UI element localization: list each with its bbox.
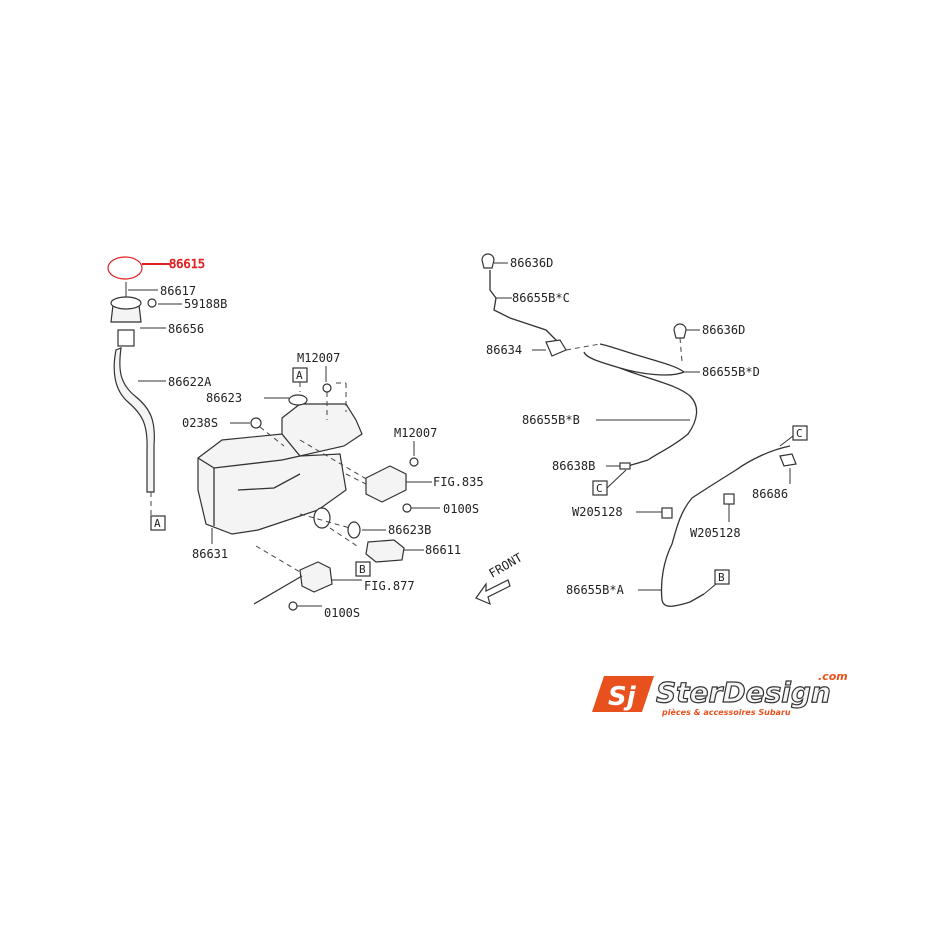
ref-box-B-pump-label: B: [359, 563, 366, 576]
bolt-M12007-a: [322, 383, 332, 393]
nut-0238S: [250, 417, 262, 429]
label-0100S-a[interactable]: 0100S: [443, 502, 479, 516]
label-86622A[interactable]: 86622A: [168, 375, 212, 389]
label-86655B-C[interactable]: 86655B*C: [512, 291, 570, 305]
label-86623[interactable]: 86623: [206, 391, 242, 405]
label-M12007-a[interactable]: M12007: [297, 351, 340, 365]
label-FIG835[interactable]: FIG.835: [433, 475, 484, 489]
ref-box-A-hose-label: A: [154, 517, 161, 530]
motor-rod: [253, 575, 303, 605]
screw-0100S-b: [288, 601, 298, 611]
label-86623B[interactable]: 86623B: [388, 523, 431, 537]
label-86617[interactable]: 86617: [160, 284, 196, 298]
label-86638B[interactable]: 86638B: [552, 459, 595, 473]
part-86622A-hose: [113, 347, 155, 493]
clip-W205128-b: [723, 493, 735, 505]
neck-collar: [117, 329, 135, 347]
label-59188B[interactable]: 59188B: [184, 297, 227, 311]
label-FIG877[interactable]: FIG.877: [364, 579, 415, 593]
label-0238S[interactable]: 0238S: [182, 416, 218, 430]
logo-tagline: pièces & accessoires Subaru: [661, 707, 791, 717]
motor-fig877: [299, 561, 333, 593]
part-86623-grommet: [288, 394, 308, 406]
label-86636D-a[interactable]: 86636D: [510, 256, 553, 270]
label-86655B-A[interactable]: 86655B*A: [566, 583, 625, 597]
tank-upper-bracket: [281, 403, 363, 457]
part-86623B: [347, 521, 361, 539]
ref-box-C-right-label: C: [796, 427, 803, 440]
hose-86655B-C: [489, 270, 561, 345]
hose-86655B-B: [619, 367, 698, 461]
screw-59188B: [147, 298, 157, 308]
label-86636D-b[interactable]: 86636D: [702, 323, 745, 337]
label-W205128-a[interactable]: W205128: [572, 505, 623, 519]
label-M12007-b[interactable]: M12007: [394, 426, 437, 440]
ref-box-B-right-label: B: [718, 571, 725, 584]
logo-badge: [592, 676, 654, 712]
clip-W205128-a: [661, 507, 673, 519]
label-86615[interactable]: 86615: [169, 257, 206, 272]
label-86686[interactable]: 86686: [752, 487, 788, 501]
label-86655B-D[interactable]: 86655B*D: [702, 365, 760, 379]
connector-86638B: [619, 462, 631, 470]
sterdesign-logo: Sj SterDesign .com pièces & accessoires …: [592, 670, 848, 717]
ref-box-A-hose: [150, 515, 166, 531]
ref-box-C-nozzle-label: C: [596, 482, 603, 495]
nozzle-86636D-b: [673, 323, 687, 339]
hose-86655B-D: [583, 343, 686, 376]
label-0100S-b[interactable]: 0100S: [324, 606, 360, 620]
nozzle-86636D-a: [481, 253, 495, 269]
hose-86655B-A: [660, 445, 791, 607]
label-86634[interactable]: 86634: [486, 343, 522, 357]
ref-box-B-pump: [355, 561, 371, 577]
part-86631-tank: [197, 403, 363, 535]
bolt-M12007-b: [409, 457, 419, 467]
module-fig835: [365, 465, 407, 503]
label-86656[interactable]: 86656: [168, 322, 204, 336]
logo-suffix: .com: [818, 670, 848, 683]
logo-brand: SterDesign: [656, 676, 831, 709]
logo-mark: Sj: [608, 682, 637, 712]
joint-86634: [545, 339, 567, 357]
ref-box-A-grommet-label: A: [296, 369, 303, 382]
label-86611[interactable]: 86611: [425, 543, 461, 557]
part-86615-cap[interactable]: [107, 256, 170, 280]
label-W205128-b[interactable]: W205128: [690, 526, 741, 540]
ref-box-C-right: [792, 425, 808, 441]
clip-86686: [779, 453, 797, 467]
ref-box-B-right: [714, 569, 730, 585]
label-86631[interactable]: 86631: [192, 547, 228, 561]
front-label: FRONT: [487, 550, 525, 580]
part-86611-pump: [365, 539, 405, 563]
label-86655B-B[interactable]: 86655B*B: [522, 413, 580, 427]
screw-0100S-a: [402, 503, 412, 513]
front-direction-arrow: FRONT: [475, 550, 525, 606]
